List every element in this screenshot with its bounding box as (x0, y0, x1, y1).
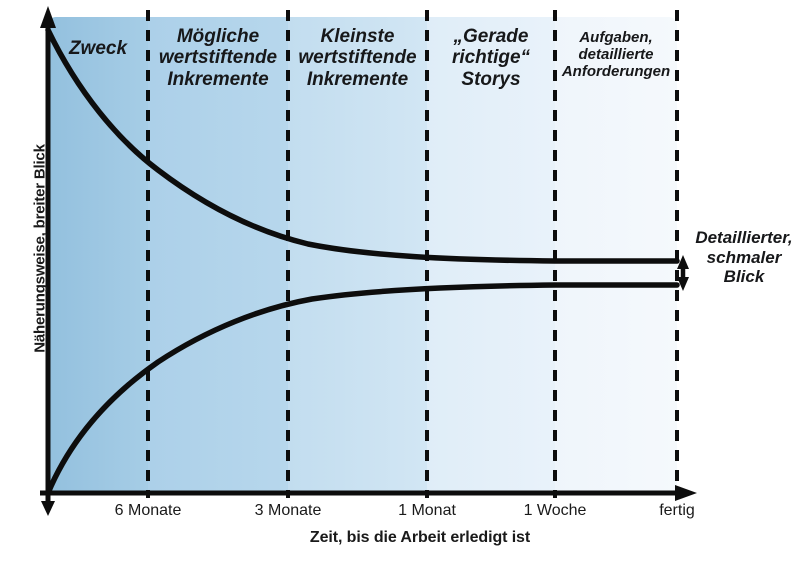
lower-rising-curve (45, 282, 680, 496)
band-group (48, 17, 677, 493)
band-rect-zweck (48, 17, 148, 493)
x-axis (40, 485, 697, 501)
band-rect-aufgaben (555, 17, 677, 493)
x-tick-label-3-monate: 3 Monate (254, 502, 322, 519)
band-rect-moegliche (148, 17, 288, 493)
x-tick-label-fertig: fertig (659, 502, 695, 519)
band-label-kleinste-wertstiftende-inkremente: Kleinste wertstiftende Inkremente (298, 26, 417, 90)
band-label-zweck: Zweck (68, 38, 128, 59)
gap-double-arrow-icon (677, 255, 689, 291)
right-annotation-detaillierter-schmaler-blick: Detaillierter, schmaler Blick (695, 228, 793, 287)
divider-group (146, 10, 679, 498)
y-axis-title: Näherungsweise, breiter Blick (31, 144, 49, 353)
origin-tick-icon (41, 493, 55, 516)
band-rect-storys (427, 17, 555, 493)
band-label-moegliche-wertstiftende-inkremente: Mögliche wertstiftende Inkremente (158, 26, 278, 90)
x-tick-label-1-woche: 1 Woche (523, 502, 587, 519)
y-axis (40, 6, 56, 493)
x-tick-label-1-monat: 1 Monat (398, 502, 456, 519)
x-tick-label-6-monate: 6 Monate (114, 502, 182, 519)
x-axis-title: Zeit, bis die Arbeit erledigt ist (309, 529, 531, 546)
band-label-aufgaben-detaillierte-anforderungen: Aufgaben, detaillierte Anforderungen (561, 29, 671, 80)
band-label-gerade-richtige-storys: „Gerade richtige“ Storys (451, 26, 531, 90)
upper-decay-curve (45, 27, 680, 264)
